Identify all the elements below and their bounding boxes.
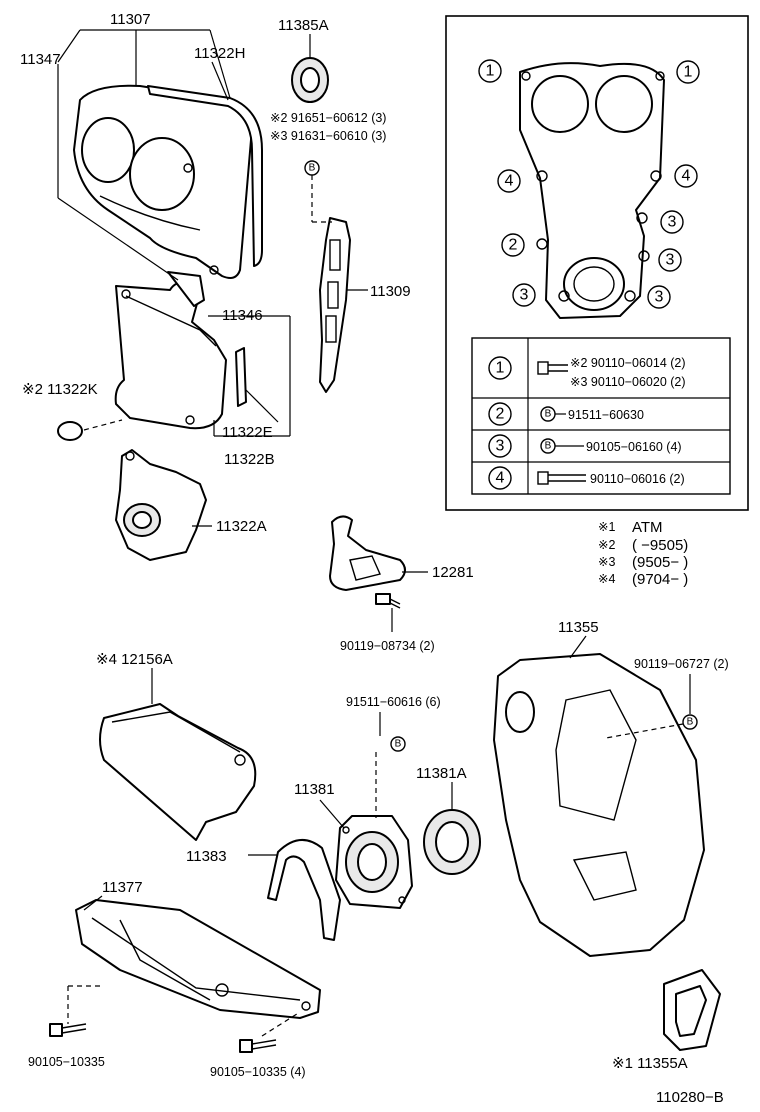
legend-marker-3: 3 <box>496 438 505 455</box>
bolt-marker-b: B <box>545 409 552 420</box>
end-plate-11355 <box>493 653 705 957</box>
bolt-marker-b: B <box>395 739 402 750</box>
label-90119-06727: 90119−06727 (2) <box>634 657 729 671</box>
inset-legend-table: 1 ※2 90110−06014 (2) ※3 90110−06020 (2) … <box>471 337 731 495</box>
svg-text:4: 4 <box>505 173 514 190</box>
timing-cover-upper <box>73 84 253 279</box>
label-11322h: 11322H <box>194 45 245 62</box>
timing-cover-11322a <box>115 449 207 561</box>
svg-text:3: 3 <box>520 287 529 304</box>
legend-marker-2: 2 <box>496 406 505 423</box>
inset-marker-right-3b: 3 <box>658 248 682 272</box>
svg-text:1: 1 <box>684 64 693 81</box>
svg-text:2: 2 <box>509 237 518 254</box>
note-mark-1: ※1 <box>598 520 615 534</box>
label-11381: 11381 <box>294 781 335 798</box>
note-text-1: ATM <box>632 519 663 536</box>
bolt-marker-b: B <box>687 717 694 728</box>
svg-text:4: 4 <box>682 168 691 185</box>
svg-text:3: 3 <box>655 289 664 306</box>
part-labels: 11307 11347 11322H 11385A ※2 91651−60612… <box>20 11 729 1106</box>
note-text-3: (9505− ) <box>632 554 688 571</box>
bolt-90119-08734 <box>375 593 401 609</box>
gasket-11383 <box>267 839 341 941</box>
label-11309: 11309 <box>370 283 411 300</box>
label-11322k: ※2 11322K <box>22 381 98 398</box>
legend-2-line1: 91511−60630 <box>568 408 644 422</box>
label-11355: 11355 <box>558 619 599 636</box>
timing-cover-lower-11346 <box>114 271 227 430</box>
svg-text:3: 3 <box>668 214 677 231</box>
inset-marker-right-3a: 3 <box>660 210 684 234</box>
label-11307: 11307 <box>110 11 151 28</box>
bolt-90105-10335-a <box>49 1023 87 1037</box>
label-90105-10335-b: 90105−10335 (4) <box>210 1065 306 1079</box>
svg-text:3: 3 <box>666 252 675 269</box>
label-11383: 11383 <box>186 848 227 865</box>
oil-seal-retainer-11381 <box>335 815 413 909</box>
label-11322a: 11322A <box>216 518 267 535</box>
label-11347: 11347 <box>20 51 61 68</box>
bolt-marker-b: B <box>309 163 316 174</box>
label-bolt-alt-2: ※3 91631−60610 (3) <box>270 129 386 143</box>
inset-marker-top-left: 1 <box>478 59 502 83</box>
leader-lines: B B B <box>57 29 698 1037</box>
oil-seal-11381a <box>423 809 481 875</box>
legend-1-line1: ※2 90110−06014 (2) <box>570 356 686 370</box>
label-90105-10335-a: 90105−10335 <box>28 1055 105 1069</box>
inset-marker-bottom-right-3: 3 <box>647 285 671 309</box>
legend-3-line1: 90105−06160 (4) <box>586 440 682 454</box>
label-111355a: ※1 11355A <box>612 1055 688 1072</box>
legend-1-line2: ※3 90110−06020 (2) <box>570 375 686 389</box>
inset-box <box>445 15 749 511</box>
note-text-2: ( −9505) <box>632 537 688 554</box>
plate-12156a <box>99 703 257 841</box>
notes-block: ※1 ATM ※2 ( −9505) ※3 (9505− ) ※4 (9704−… <box>598 519 688 588</box>
label-91511-60616: 91511−60616 (6) <box>346 695 441 709</box>
label-11377: 11377 <box>102 879 143 896</box>
label-12156a: ※4 12156A <box>96 651 173 668</box>
label-11322e: 11322E <box>222 424 273 441</box>
legend-marker-1: 1 <box>496 360 505 377</box>
note-text-4: (9704− ) <box>632 571 688 588</box>
note-mark-4: ※4 <box>598 572 615 586</box>
label-11322b: 11322B <box>224 451 275 468</box>
note-mark-2: ※2 <box>598 538 615 552</box>
label-12281: 12281 <box>432 564 474 581</box>
inset-marker-mid-left: 4 <box>497 169 521 193</box>
belt-guide-11309 <box>319 217 351 393</box>
legend-4-line1: 90110−06016 (2) <box>590 472 685 486</box>
label-11381a: 11381A <box>416 765 467 782</box>
label-11346: 11346 <box>222 307 263 324</box>
plug-11322k <box>57 421 83 441</box>
diagram-code: 110280−B <box>656 1089 724 1106</box>
bolt-90105-10335-b <box>239 1039 277 1053</box>
seal-111355a <box>663 969 721 1051</box>
label-90119-08734: 90119−08734 (2) <box>340 639 435 653</box>
inset-marker-top-right: 1 <box>676 60 700 84</box>
inset-marker-mid-right: 4 <box>674 164 698 188</box>
svg-text:1: 1 <box>486 63 495 80</box>
oil-pan-baffle-11377 <box>75 899 321 1019</box>
label-bolt-alt-1: ※2 91651−60612 (3) <box>270 111 386 125</box>
legend-marker-4: 4 <box>496 470 505 487</box>
timing-cover-gasket-11322h <box>147 85 263 267</box>
inset-marker-bottom-left-3: 3 <box>512 283 536 307</box>
bolt-marker-b: B <box>545 441 552 452</box>
note-mark-3: ※3 <box>598 555 615 569</box>
gasket-strip-11322e <box>235 347 247 407</box>
bracket-12281 <box>329 515 406 591</box>
inset-marker-left-2: 2 <box>501 233 525 257</box>
oil-seal-11385a <box>291 57 329 103</box>
label-11385a: 11385A <box>278 17 329 34</box>
